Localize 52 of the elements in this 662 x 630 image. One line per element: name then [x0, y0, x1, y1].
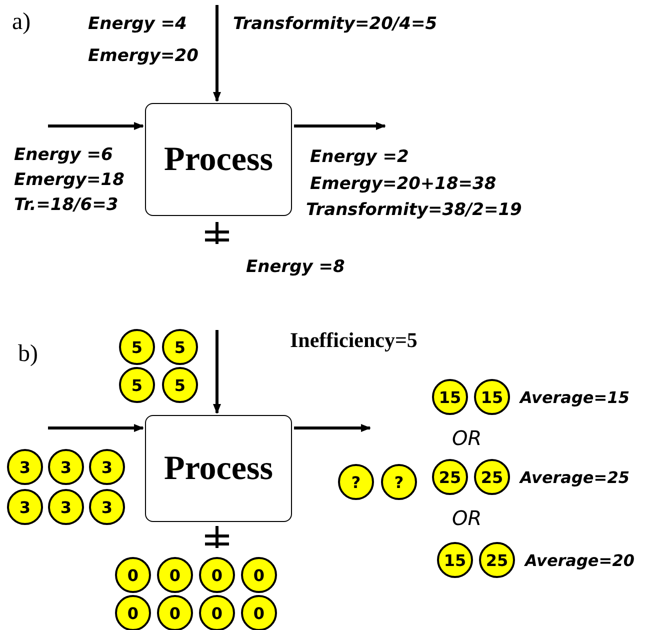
value-circle: 5 — [119, 329, 155, 365]
average-label: Average=25 — [520, 468, 630, 488]
value-circle: 3 — [89, 489, 125, 525]
value-circle: 0 — [199, 595, 235, 630]
flow-label: Transformity=20/4=5 — [233, 14, 438, 34]
or-label: OR — [452, 428, 482, 448]
value-circle: 3 — [7, 449, 43, 485]
value-circle: 15 — [437, 542, 473, 578]
value-circle: ? — [338, 464, 374, 500]
flow-label: Energy =2 — [310, 147, 409, 167]
efficiency-label: Inefficiency=5 — [290, 328, 418, 352]
flow-label: Emergy=20+18=38 — [310, 174, 496, 194]
or-label: OR — [452, 508, 482, 528]
value-circle: 3 — [7, 489, 43, 525]
value-circle: 0 — [115, 557, 151, 593]
process-box: Process — [145, 103, 292, 216]
arrow — [294, 424, 371, 432]
value-circle: 0 — [157, 557, 193, 593]
arrow — [48, 122, 144, 130]
value-circle: 15 — [474, 379, 510, 415]
value-circle: 5 — [162, 329, 198, 365]
value-circle: 0 — [241, 557, 277, 593]
process-box: Process — [145, 415, 292, 522]
value-circle: 3 — [48, 449, 84, 485]
arrow — [48, 424, 144, 432]
flow-label: Energy =4 — [88, 14, 187, 34]
value-circle: 25 — [474, 459, 510, 495]
flow-label: Emergy=18 — [14, 170, 124, 190]
value-circle: 25 — [432, 459, 468, 495]
panel-label: b) — [18, 340, 38, 368]
value-circle: 5 — [162, 367, 198, 403]
value-circle: 0 — [157, 595, 193, 630]
flow-label: Energy =6 — [14, 145, 113, 165]
flow-label: Emergy=20 — [88, 46, 198, 66]
value-circle: 3 — [89, 449, 125, 485]
average-label: Average=15 — [520, 388, 630, 408]
flow-label: Tr.=18/6=3 — [14, 195, 118, 215]
value-circle: ? — [381, 464, 417, 500]
value-circle: 0 — [241, 595, 277, 630]
flow-label: Transformity=38/2=19 — [306, 200, 522, 220]
value-circle: 15 — [432, 379, 468, 415]
value-circle: 25 — [479, 542, 515, 578]
flow-label: Energy =8 — [246, 257, 345, 277]
value-circle: 0 — [115, 595, 151, 630]
arrow — [294, 122, 386, 130]
arrow — [213, 5, 221, 102]
value-circle: 5 — [119, 367, 155, 403]
value-circle: 0 — [199, 557, 235, 593]
arrow — [213, 330, 221, 414]
value-circle: 3 — [48, 489, 84, 525]
panel-label: a) — [12, 8, 31, 36]
average-label: Average=20 — [525, 551, 634, 571]
